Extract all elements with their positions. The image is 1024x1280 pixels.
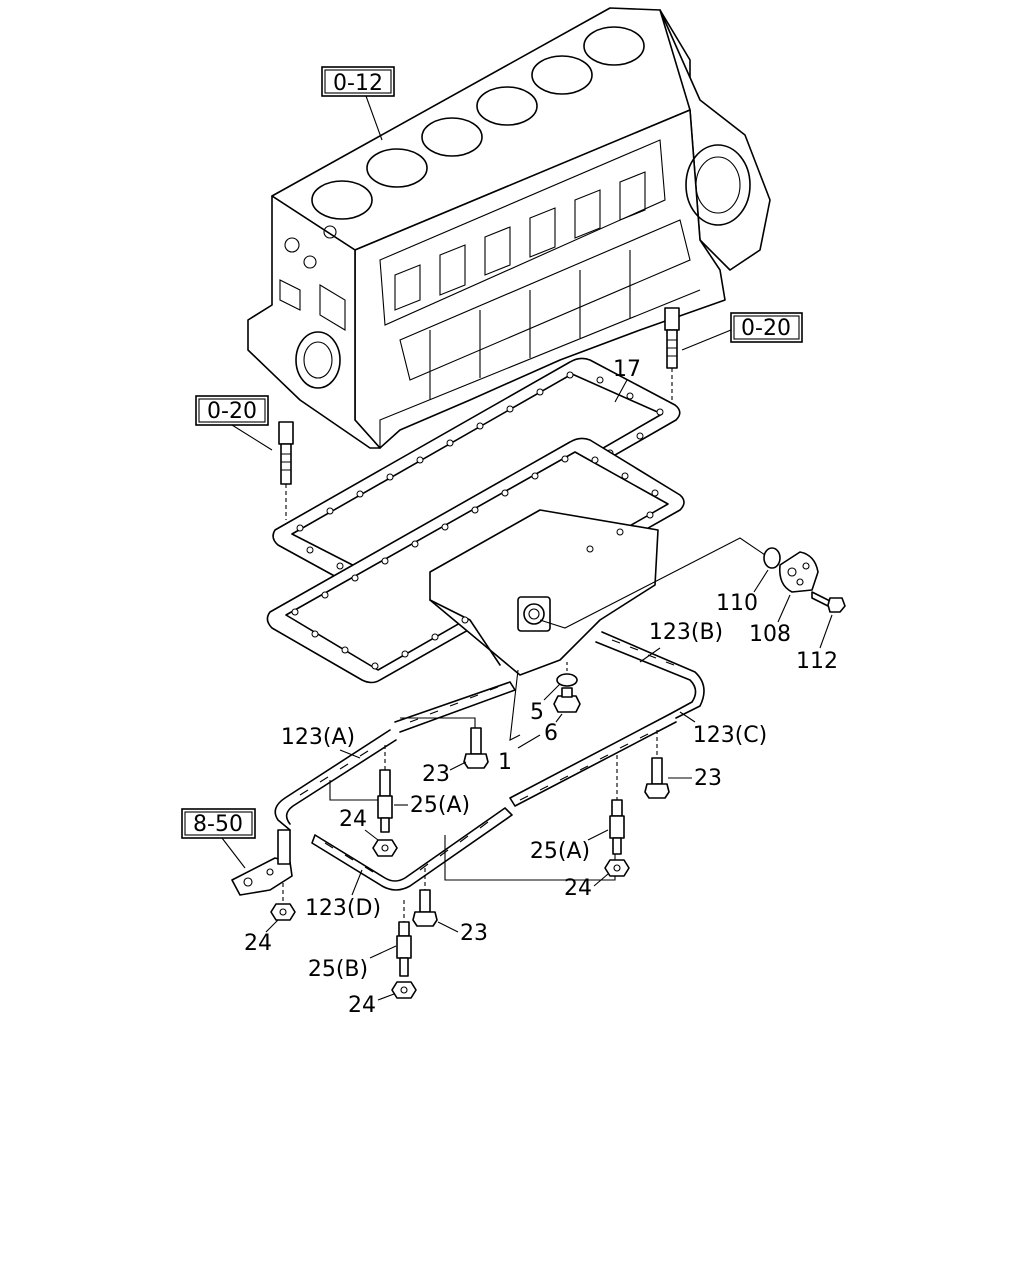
callout-25b[interactable]: 25(B) [308, 957, 368, 982]
stud-25a-left [377, 745, 393, 833]
oil-pan [266, 437, 685, 684]
leader-adapter-group [539, 537, 766, 629]
leader-123b [639, 647, 661, 663]
leader-123a [339, 749, 361, 759]
callout-123d[interactable]: 123(D) [305, 896, 381, 921]
callout-5[interactable]: 5 [530, 700, 544, 725]
leader-24-bottom [377, 993, 395, 1001]
cylinder-block [247, 7, 771, 449]
ref-box-8-50[interactable]: 8-50 [181, 808, 256, 839]
callout-123c[interactable]: 123(C) [693, 723, 768, 748]
seal-strip-123-c [509, 713, 677, 807]
ref-label-bracket: 8-50 [193, 812, 243, 837]
callout-1[interactable]: 1 [498, 750, 512, 775]
leader-25b [369, 945, 397, 959]
seal-strip-123-b [595, 631, 705, 719]
leader-23-bottom [437, 921, 459, 933]
callout-25a-right[interactable]: 25(A) [530, 839, 590, 864]
stud-right [664, 307, 680, 400]
oil-adapter [778, 551, 819, 593]
leader-110 [753, 569, 769, 593]
callout-24-left-lower[interactable]: 24 [244, 931, 272, 956]
callout-23-bottom[interactable]: 23 [460, 921, 488, 946]
adapter-bolt [811, 591, 846, 613]
leader-24-right [593, 873, 609, 887]
leader-5 [543, 683, 561, 701]
seal-strip-123-d [311, 807, 513, 891]
stud-25b [396, 900, 412, 977]
ref-label-left-stud: 0-20 [207, 399, 257, 424]
nut-24-left-lower [270, 876, 296, 921]
leader-23-center [449, 761, 467, 771]
callout-110[interactable]: 110 [716, 591, 758, 616]
drain-washer [556, 662, 578, 687]
mounting-bracket [231, 829, 293, 896]
leader-6 [555, 713, 563, 723]
callout-6[interactable]: 6 [544, 721, 558, 746]
callout-123a[interactable]: 123(A) [281, 725, 355, 750]
stud-left [278, 421, 294, 520]
callout-24-bottom[interactable]: 24 [348, 993, 376, 1018]
ref-box-0-12[interactable]: 0-12 [321, 66, 395, 97]
ref-box-0-20-left[interactable]: 0-20 [195, 395, 269, 426]
leader-123d [351, 869, 363, 896]
leader-17 [614, 379, 628, 403]
leader-0-20-right [681, 329, 732, 351]
leader-108 [777, 594, 791, 623]
seal-strip-123-a [274, 681, 516, 831]
leader-123c [679, 711, 696, 723]
callout-123b[interactable]: 123(B) [649, 620, 723, 645]
callout-24-right[interactable]: 24 [564, 876, 592, 901]
ref-box-0-20-right[interactable]: 0-20 [730, 312, 803, 343]
seal-ring [763, 547, 781, 569]
leader-0-12 [365, 95, 383, 141]
callout-24-left-upper[interactable]: 24 [339, 807, 367, 832]
leader-24-left-upper [364, 829, 379, 841]
leader-0-20-left [231, 424, 273, 451]
leader-1 [509, 669, 541, 749]
leader-112 [819, 614, 833, 649]
drain-plug [553, 687, 581, 713]
nut-24-left-upper [372, 839, 398, 857]
bolt-23-center [463, 727, 489, 769]
callout-112[interactable]: 112 [796, 649, 838, 674]
nut-24-bottom [391, 981, 417, 999]
stud-25a-right [609, 755, 625, 855]
leader-24-left-lower [265, 919, 279, 933]
callout-108[interactable]: 108 [749, 622, 791, 647]
bolt-23-bottom [412, 868, 438, 927]
nut-24-right [604, 859, 630, 877]
leader-8-50 [221, 837, 246, 869]
bolt-23-right [644, 730, 670, 799]
callout-17[interactable]: 17 [613, 357, 641, 382]
ref-label-block: 0-12 [333, 71, 383, 96]
callout-23-right[interactable]: 23 [694, 766, 722, 791]
callout-25a-left[interactable]: 25(A) [410, 793, 470, 818]
leader-25a-right [587, 829, 609, 841]
callout-23-center[interactable]: 23 [422, 762, 450, 787]
ref-label-right-stud: 0-20 [741, 316, 791, 341]
